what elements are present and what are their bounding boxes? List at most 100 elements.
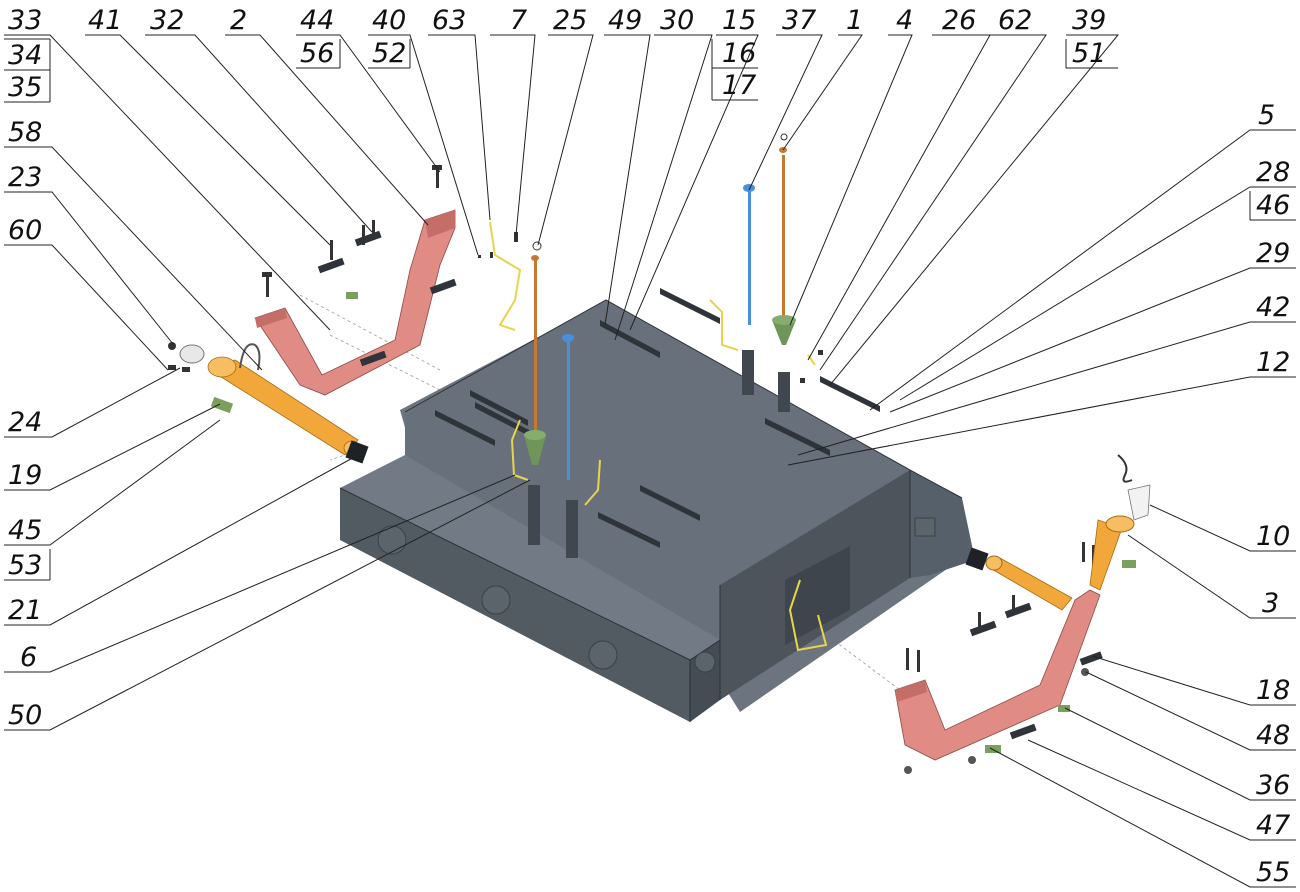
callout-29: 29 <box>1256 238 1290 269</box>
right-green-clip <box>1122 560 1136 568</box>
callout-number: 53 <box>8 550 42 581</box>
bronze-rod-1 <box>782 155 785 320</box>
callout-10: 10 <box>1256 521 1290 552</box>
right-bracket <box>894 589 1101 761</box>
callout-63: 63 <box>432 5 466 36</box>
right-bracket-assembly <box>894 542 1103 774</box>
left-bracket <box>254 209 456 396</box>
left-bracket-assembly <box>254 165 457 396</box>
callout-7: 7 <box>510 5 527 36</box>
left-u-bolt <box>239 343 261 371</box>
callout-1: 1 <box>846 5 863 36</box>
standpipe-4 <box>778 372 790 412</box>
callout-21: 21 <box>8 595 42 626</box>
callout-number: 16 <box>722 38 756 69</box>
clamp-plates <box>435 288 880 548</box>
blue-rod-1 <box>748 190 751 325</box>
tank-right-end <box>910 470 975 578</box>
callout-number: 39 <box>1072 5 1106 36</box>
sender-units <box>524 133 796 480</box>
hatch-end <box>694 651 716 673</box>
green-funnel-left <box>524 435 546 465</box>
callout-number: 17 <box>722 70 756 101</box>
standpipe-2 <box>566 500 578 558</box>
callout-45-53: 45 53 <box>4 515 51 581</box>
hatch-right <box>588 640 618 670</box>
blue-rod-2 <box>567 340 570 480</box>
callout-58: 58 <box>8 117 42 148</box>
right-filler-tube <box>965 454 1151 611</box>
left-filler-tube <box>168 342 369 464</box>
callout-19: 19 <box>8 460 42 491</box>
callout-2: 2 <box>230 5 247 36</box>
side-flange <box>914 517 936 537</box>
callout-62: 62 <box>998 5 1032 36</box>
hatch-middle <box>481 585 511 615</box>
right-green-pad <box>1058 705 1070 712</box>
callout-12: 12 <box>1256 347 1290 378</box>
right-clamp-plate-1 <box>969 620 997 637</box>
right-clamp-plate-3 <box>1009 723 1037 740</box>
callout-55: 55 <box>1256 857 1290 888</box>
callout-number: 34 <box>8 40 42 71</box>
left-cap <box>179 344 205 364</box>
callout-42: 42 <box>1256 292 1290 323</box>
callout-50: 50 <box>8 700 42 731</box>
left-flange <box>345 440 369 464</box>
leader-lines <box>4 34 1296 888</box>
left-clamp-plate-2 <box>317 257 345 274</box>
callout-33-34-35: 33 34 35 <box>4 5 51 103</box>
callout-number: 51 <box>1072 38 1106 69</box>
callout-number: 40 <box>372 5 406 36</box>
assembly-illustration <box>168 133 1151 774</box>
hatch-left <box>377 525 407 555</box>
callout-labels: 33 34 35 41 32 2 44 56 40 52 63 7 25 49 … <box>4 5 1296 888</box>
callout-number: 46 <box>1256 190 1290 221</box>
right-filter-strainer <box>1127 484 1151 521</box>
bronze-rod-2 <box>534 260 537 435</box>
callout-number: 52 <box>372 38 406 69</box>
right-green-block <box>985 745 1001 753</box>
callout-number: 35 <box>8 72 42 103</box>
tank-side-recess <box>785 546 850 645</box>
callout-30: 30 <box>660 5 694 36</box>
callout-number: 15 <box>722 5 756 36</box>
callout-44-56: 44 56 <box>296 5 341 69</box>
callout-47: 47 <box>1256 810 1290 841</box>
fasteners <box>478 232 823 383</box>
green-funnel-right <box>772 320 796 345</box>
standpipe-3 <box>742 350 754 395</box>
callout-number: 45 <box>8 515 42 546</box>
right-chain <box>1117 454 1133 483</box>
left-green-pad <box>346 292 358 299</box>
right-flange <box>965 547 989 571</box>
callout-49: 49 <box>608 5 642 36</box>
callout-18: 18 <box>1256 675 1290 706</box>
callout-39-51: 39 51 <box>1065 5 1118 69</box>
callout-6: 6 <box>20 642 37 673</box>
callout-number: 33 <box>8 5 42 36</box>
callout-60: 60 <box>8 215 42 246</box>
callout-24: 24 <box>8 407 42 438</box>
left-clamp-plate-1 <box>354 230 382 247</box>
callout-15-16-17: 15 16 17 <box>711 5 758 101</box>
left-clamp-plate-4 <box>429 278 457 295</box>
callout-32: 32 <box>150 5 184 36</box>
callout-41: 41 <box>88 5 122 36</box>
callout-5: 5 <box>1258 100 1275 131</box>
callout-26: 26 <box>942 5 976 36</box>
left-clamp-plate-3 <box>359 350 387 367</box>
callout-28-46: 28 46 <box>1249 157 1296 221</box>
callout-number: 44 <box>300 5 334 36</box>
callout-number: 56 <box>300 38 334 69</box>
tank-body <box>339 299 975 722</box>
callout-48: 48 <box>1256 720 1290 751</box>
callout-3: 3 <box>1262 588 1279 619</box>
callout-23: 23 <box>8 162 42 193</box>
callout-36: 36 <box>1256 770 1290 801</box>
callout-37: 37 <box>782 5 816 36</box>
right-clamp-plate-4 <box>1079 651 1103 666</box>
right-clamp-plate-2 <box>1004 602 1032 619</box>
tank-lower-step-top <box>340 455 720 660</box>
callout-25: 25 <box>553 5 587 36</box>
